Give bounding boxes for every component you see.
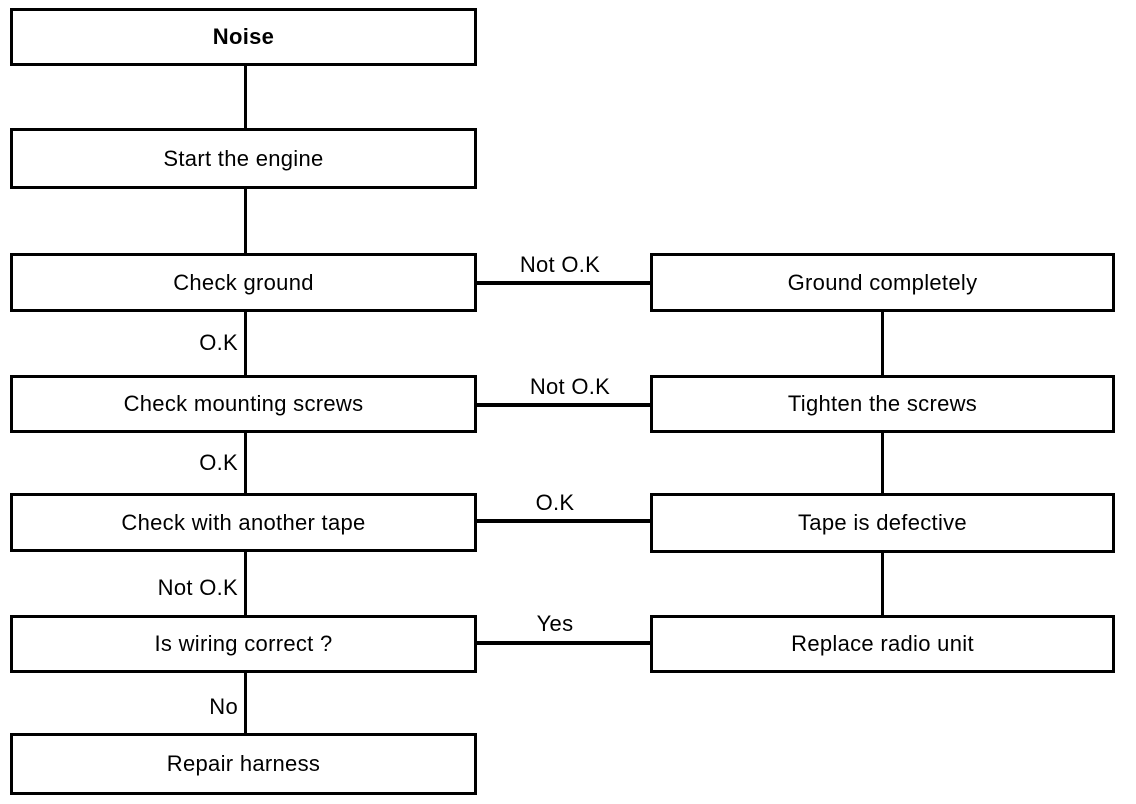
connector-ground-ok-down [244,312,247,375]
edge-label-not-ok-right-2: Not O.K [529,374,611,399]
node-replace-radio-unit: Replace radio unit [650,615,1115,673]
connector-screws-ok-down [244,433,247,493]
connector-ground-notok-right [477,281,650,285]
connector-wiring-no-down [244,673,247,733]
node-repair-harness: Repair harness [10,733,477,795]
node-check-another-tape: Check with another tape [10,493,477,552]
node-tape-defective: Tape is defective [650,493,1115,553]
edge-label-not-ok-down: Not O.K [157,575,238,600]
connector-tape-notok-down [244,552,247,615]
node-noise: Noise [10,8,477,66]
edge-label-yes: Yes [536,611,574,636]
edge-label-not-ok-right-1: Not O.K [519,252,601,277]
connector-screws-notok-right [477,403,650,407]
edge-label-ok-right: O.K [535,490,575,515]
node-wiring-correct: Is wiring correct ? [10,615,477,673]
node-ground-completely: Ground completely [650,253,1115,312]
connector-wiring-yes-right [477,641,650,645]
connector-tape-defective-down [881,552,884,615]
node-start-engine: Start the engine [10,128,477,189]
edge-label-ok-2: O.K [199,450,238,475]
edge-label-no: No [209,694,238,719]
connector-tighten-screws-down [881,433,884,493]
edge-label-ok-1: O.K [199,330,238,355]
node-check-mounting-screws: Check mounting screws [10,375,477,433]
connector-noise-to-start [244,66,247,128]
node-check-ground: Check ground [10,253,477,312]
node-tighten-screws: Tighten the screws [650,375,1115,433]
connector-ground-completely-down [881,312,884,375]
connector-start-to-check-ground [244,189,247,253]
connector-tape-ok-right [477,519,650,523]
